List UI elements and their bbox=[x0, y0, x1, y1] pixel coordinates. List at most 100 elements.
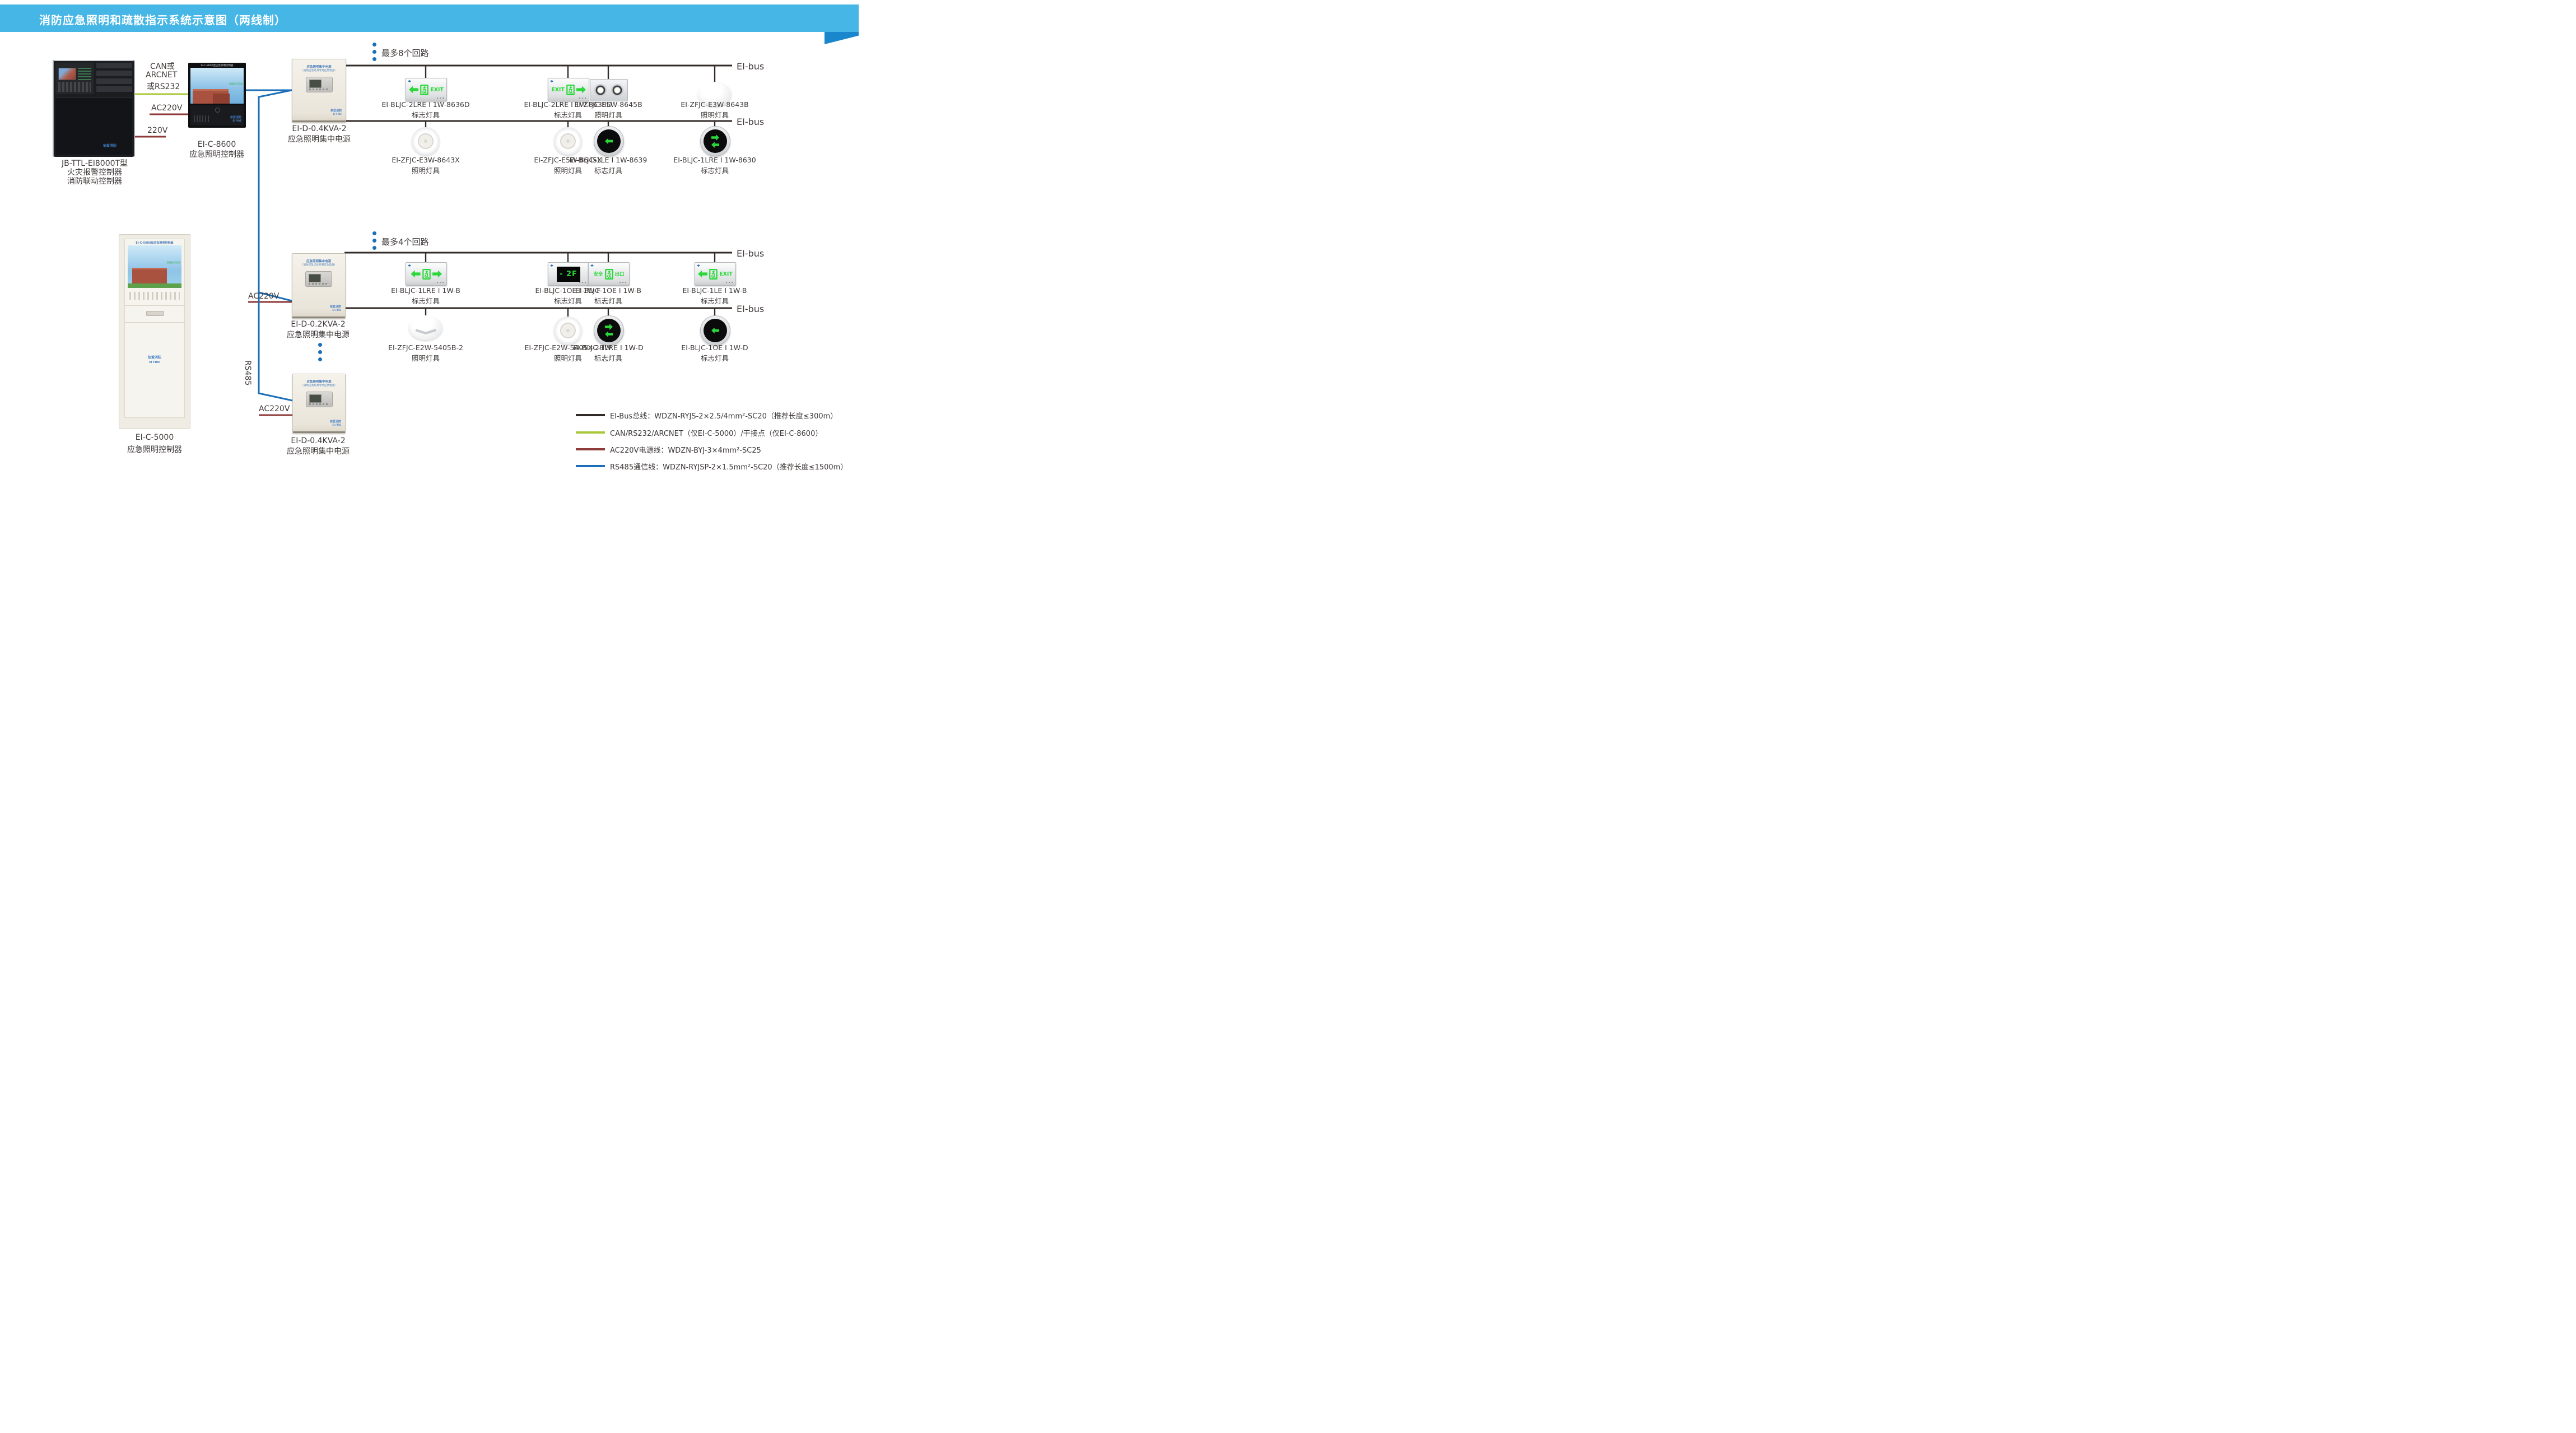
ei-c-5000-controller: EI-C-5000型应急照明控制器 系统运行正常 依爱消防 EI FIRE bbox=[119, 234, 190, 429]
fire-panel-label: JB-TTL-EI8000T型 火灾报警控制器 消防联动控制器 bbox=[41, 159, 148, 186]
lamp-model: EI-BLJC-1LE I 1W-B bbox=[682, 286, 747, 295]
arrow-right-icon bbox=[432, 271, 442, 278]
legend-row-can: CAN/RS232/ARCNET（仅EI-C-5000）/干接点（仅EI-C-8… bbox=[576, 427, 822, 438]
legend-label-eibus: EI-Bus总线：WDZN-RYJS-2×2.5/4mm²-SC20（推荐长度≤… bbox=[610, 412, 838, 421]
rs485-wires bbox=[246, 89, 293, 402]
ei-bus-label-2: EI-bus bbox=[737, 117, 765, 127]
lamp-model: EI-ZFJC-E3W-8643B bbox=[681, 100, 749, 109]
exit-text: EXIT bbox=[551, 86, 565, 93]
fire-panel-line2: 火灾报警控制器 bbox=[67, 168, 122, 177]
rs485-label: RS485 bbox=[243, 360, 252, 386]
brand-cn: 依爱消防 bbox=[330, 109, 342, 113]
c5000-divider bbox=[125, 305, 184, 306]
ei-bus-label-1: EI-bus bbox=[737, 61, 765, 72]
exit-sign-lamp bbox=[406, 262, 447, 286]
psu1-control-panel bbox=[305, 77, 333, 92]
downlight-lens bbox=[560, 133, 576, 149]
loop8-note: 最多8个回路 bbox=[381, 48, 429, 58]
loop8-dot bbox=[372, 43, 376, 46]
arrow-left-icon bbox=[711, 327, 719, 334]
fire-panel-module bbox=[55, 63, 94, 94]
psu3-label: EI-D-0.4KVA-2 应急照明集中电源 bbox=[285, 436, 352, 457]
can-label-line1: CAN或 bbox=[150, 62, 175, 71]
round-sign-lamp bbox=[700, 315, 730, 346]
round-sign-face bbox=[704, 319, 727, 342]
lamp-model: EI-BLJC-1OE I 1W-D bbox=[681, 343, 748, 352]
spotlight-icon bbox=[594, 84, 607, 96]
can-label-line3: 或RS232 bbox=[147, 82, 180, 91]
psu2-type: 应急照明集中电源 bbox=[287, 331, 350, 339]
fire-panel-door: 火灾报警控制器 依爱消防 bbox=[55, 97, 132, 155]
brand-en: EI FIRE bbox=[333, 113, 342, 115]
lamp-model: EI-BLJC-1OE I 1W-F bbox=[535, 286, 601, 295]
psu1-face-line1: 应急照明集中电源 bbox=[306, 66, 332, 69]
brand-cn: 依爱消防 bbox=[329, 420, 341, 424]
c8600-type: 应急照明控制器 bbox=[189, 150, 244, 159]
c5000-type: 应急照明控制器 bbox=[127, 445, 182, 454]
lamp-type: 照明灯具 bbox=[553, 354, 582, 362]
ac-power-wires bbox=[135, 113, 292, 416]
psu3-base bbox=[293, 431, 345, 433]
ellipsis-dot bbox=[318, 357, 322, 361]
c8600-leds bbox=[194, 115, 211, 122]
brand-cn: 依爱消防 bbox=[147, 356, 161, 360]
psu2-label: EI-D-0.2KVA-2 应急照明集中电源 bbox=[285, 319, 352, 341]
downlight-lens bbox=[560, 323, 576, 338]
legend-row-eibus: EI-Bus总线：WDZN-RYJS-2×2.5/4mm²-SC20（推荐长度≤… bbox=[576, 410, 837, 421]
lamp-type: 照明灯具 bbox=[411, 354, 440, 362]
psu1-model: EI-D-0.4KVA-2 bbox=[292, 124, 347, 133]
exit-cn-text: 出口 bbox=[614, 272, 625, 277]
c8600-model: EI-C-8600 bbox=[197, 140, 236, 149]
legend-label-can: CAN/RS232/ARCNET（仅EI-C-5000）/干接点（仅EI-C-8… bbox=[610, 429, 823, 438]
arrow-left-icon bbox=[409, 86, 419, 94]
ei-bus-lines bbox=[344, 64, 732, 309]
psu1-face-line2: （消防应急灯具专用应急电源） bbox=[301, 69, 337, 72]
psu3-face-line1: 应急照明集中电源 bbox=[306, 380, 332, 384]
psu1-base bbox=[292, 120, 346, 122]
lamp-type: 标志灯具 bbox=[411, 111, 440, 119]
lamp-model: EI-BLJC-1LRE I 1W-B bbox=[391, 286, 460, 295]
arrow-right-icon bbox=[576, 86, 586, 94]
lamp-model: EI-BLJC-1LE I 1W-8639 bbox=[569, 156, 648, 164]
c5000-divider bbox=[125, 322, 184, 323]
arrow-left-icon bbox=[605, 138, 613, 145]
running-man-door-icon bbox=[709, 268, 718, 280]
c5000-inner-panel: EI-C-5000型应急照明控制器 系统运行正常 依爱消防 EI FIRE bbox=[124, 239, 185, 418]
exit-sign-lamp: EXIT bbox=[695, 262, 736, 286]
legend-row-rs485: RS485通信线：WDZN-RYJSP-2×1.5mm²-SC20（推荐长度≤1… bbox=[576, 460, 847, 472]
psu1-label: EI-D-0.4KVA-2 应急照明集中电源 bbox=[286, 124, 353, 145]
c5000-led-strip bbox=[129, 292, 180, 300]
c8600-photo: 系统运行正常 bbox=[190, 68, 244, 104]
lamp-type: 标志灯具 bbox=[700, 354, 729, 362]
arrow-left-icon bbox=[698, 270, 708, 278]
psu2-screen bbox=[309, 274, 321, 282]
diagram-canvas: 消防应急照明和疏散指示系统示意图（两线制） bbox=[0, 0, 859, 478]
fire-panel-screen bbox=[58, 68, 76, 80]
c5000-building-graphic bbox=[132, 268, 167, 283]
fire-panel-leds bbox=[78, 68, 91, 80]
ei-bus-label-3: EI-bus bbox=[737, 248, 765, 259]
running-man-door-icon bbox=[604, 268, 613, 280]
dome-notch bbox=[416, 329, 436, 334]
lamp-type: 照明灯具 bbox=[700, 111, 729, 119]
legend-swatch-can bbox=[576, 431, 605, 434]
loop4-dot bbox=[372, 246, 376, 250]
c5000-label: EI-C-5000 应急照明控制器 bbox=[119, 431, 190, 456]
downlight-lamp bbox=[554, 317, 582, 345]
downlight-lamp bbox=[412, 127, 440, 155]
psu2-control-panel bbox=[305, 271, 332, 287]
exit-sign-lamp: EXIT bbox=[548, 78, 589, 101]
lamp-model: EI-BLJC-1OE I 1W-B bbox=[575, 286, 641, 295]
c8600-building-graphic2 bbox=[213, 94, 230, 104]
psu1-buttons bbox=[309, 89, 329, 90]
c5000-model: EI-C-5000 bbox=[135, 433, 174, 442]
lamp-type: 标志灯具 bbox=[411, 297, 440, 305]
brand-en: EI FIRE bbox=[332, 424, 341, 426]
psu3-type: 应急照明集中电源 bbox=[287, 447, 350, 456]
exit-text: EXIT bbox=[719, 271, 733, 277]
c8600-face-title: EI-C-8600型应急照明控制器 bbox=[201, 64, 234, 67]
lamp-model: EI-ZFJC-E3W-8643X bbox=[392, 156, 460, 164]
c5000-brand: 依爱消防 EI FIRE bbox=[125, 356, 184, 365]
